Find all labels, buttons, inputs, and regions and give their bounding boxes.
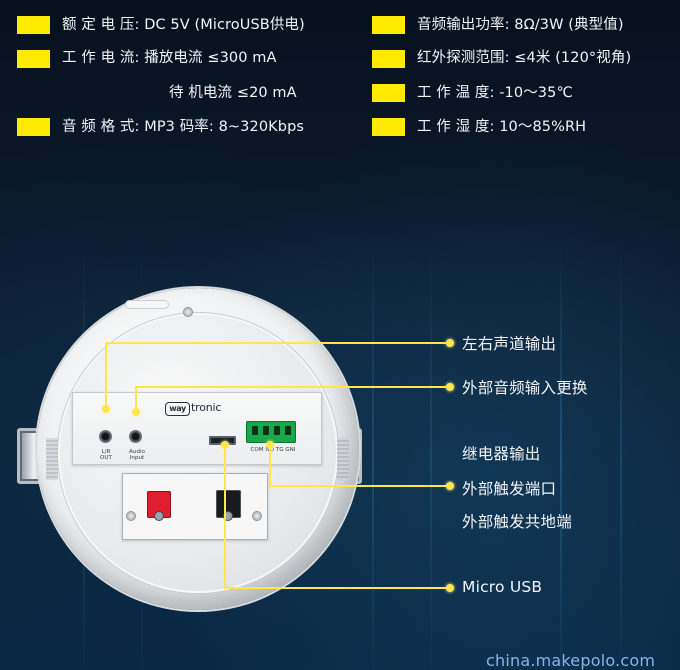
red-speaker-terminal-icon <box>147 491 171 520</box>
callout-dot-trigger-label <box>446 482 454 490</box>
lr-out-label: L/R OUT <box>100 449 112 461</box>
callout-external-audio-input: 外部音频输入更换 <box>462 379 588 397</box>
terminal-pin-icon <box>263 426 269 435</box>
background-light-streak <box>560 245 562 670</box>
brand-logo-text: tronic <box>191 401 222 414</box>
callout-line-lr-output-horizontal <box>105 342 450 344</box>
spec-marker-audio-format <box>17 118 50 136</box>
background-light-streak <box>430 245 432 670</box>
callout-external-trigger-port: 外部触发端口 <box>462 480 557 498</box>
red-terminal-screw-icon <box>155 512 163 520</box>
callout-line-lr-output-vertical <box>105 343 107 409</box>
watermark-text: china.makepolo.com <box>486 651 656 670</box>
spec-marker-working-humidity <box>372 118 405 136</box>
callout-dot-lr-output-source <box>102 405 110 413</box>
terminal-label: COM NO TG GNI <box>250 447 296 453</box>
spec-audio-output-power: 音频输出功率: 8Ω/3W (典型值) <box>417 17 624 33</box>
callout-line-trigger-vertical <box>269 444 271 486</box>
spec-standby-current: 待 机电流 ≤20 mA <box>169 85 297 101</box>
speaker-top-tab <box>126 301 168 308</box>
black-terminal-screw-icon <box>224 512 232 520</box>
black-speaker-terminal-icon <box>216 490 241 520</box>
top-screw-icon <box>184 308 192 316</box>
spec-marker-audio-output-power <box>372 16 405 34</box>
right-speaker-grill-icon <box>337 438 349 480</box>
terminal-pin-icon <box>285 426 291 435</box>
callout-dot-micro-usb-source <box>221 441 229 449</box>
background-light-streak <box>620 245 622 670</box>
spec-infrared-range: 红外探测范围: ≤4米 (120°视角) <box>417 50 632 66</box>
spec-audio-format: 音 频 格 式: MP3 码率: 8~320Kbps <box>62 119 305 135</box>
micro-usb-port-icon <box>209 436 236 445</box>
audio-input-jack-icon <box>129 430 142 443</box>
callout-line-audio-input-horizontal <box>135 386 450 388</box>
spec-marker-working-current <box>17 50 50 68</box>
callout-dot-lr-output-label <box>446 339 454 347</box>
callout-dot-trigger-source <box>266 441 274 449</box>
spec-working-temperature: 工 作 温 度: -10～35℃ <box>417 85 573 101</box>
terminal-pin-icon <box>274 426 280 435</box>
callout-line-micro-usb-vertical <box>224 445 226 588</box>
speaker-terminal-box <box>122 473 268 540</box>
callout-dot-audio-input-source <box>132 408 140 416</box>
lr-out-jack-icon <box>99 430 112 443</box>
audio-input-label: Audio Input <box>129 449 145 461</box>
callout-line-micro-usb-horizontal <box>224 587 450 589</box>
green-terminal-block <box>246 421 296 443</box>
callout-line-audio-input-vertical <box>135 387 137 412</box>
callout-dot-micro-usb-label <box>446 584 454 592</box>
background-light-streak <box>372 245 374 670</box>
left-speaker-grill-icon <box>46 438 58 480</box>
spec-marker-infrared-range <box>372 50 405 68</box>
callout-external-trigger-ground: 外部触发共地端 <box>462 513 572 531</box>
callout-left-right-output: 左右声道输出 <box>462 335 557 353</box>
spec-working-humidity: 工 作 湿 度: 10～85%RH <box>417 119 587 135</box>
speaker-box-screw-icon <box>127 512 135 520</box>
brand-logo-box: way <box>165 402 190 416</box>
spec-marker-rated-voltage <box>17 16 50 34</box>
callout-micro-usb: Micro USB <box>462 578 543 596</box>
terminal-pin-icon <box>252 426 258 435</box>
callout-line-trigger-horizontal <box>269 485 450 487</box>
speaker-box-screw-icon <box>253 512 261 520</box>
spec-marker-working-temperature <box>372 84 405 102</box>
spec-working-current-play: 工 作 电 流: 播放电流 ≤300 mA <box>62 50 277 66</box>
callout-relay-output: 继电器输出 <box>462 445 541 463</box>
callout-dot-audio-input-label <box>446 383 454 391</box>
spec-rated-voltage: 额 定 电 压: DC 5V (MicroUSB供电) <box>62 17 305 33</box>
